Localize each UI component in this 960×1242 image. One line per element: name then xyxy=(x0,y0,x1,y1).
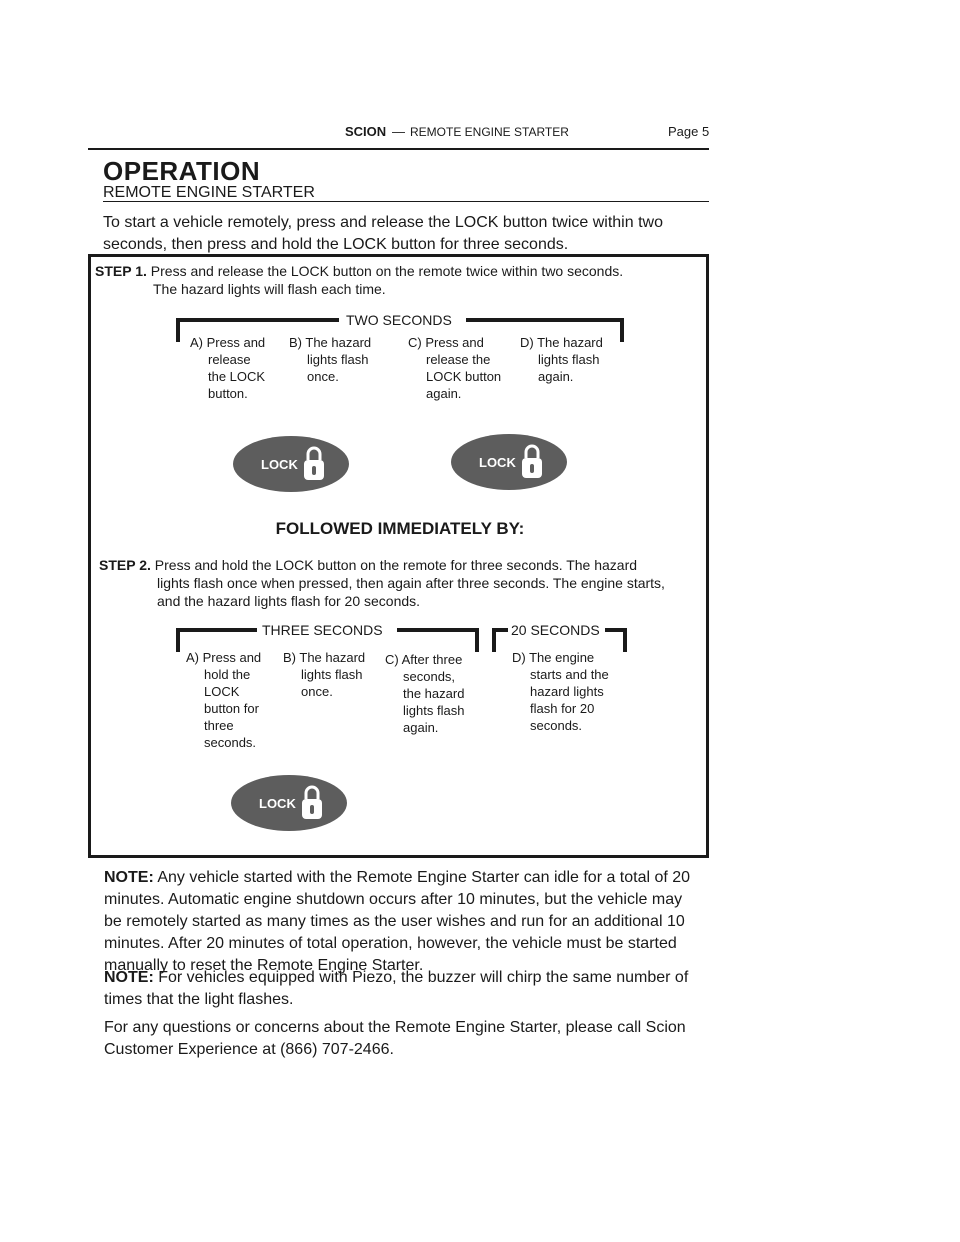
step1-text: STEP 1. Press and release the LOCK butto… xyxy=(95,263,624,297)
twenty-seconds-label: 20 SECONDS xyxy=(511,622,600,638)
contact-paragraph: For any questions or concerns about the … xyxy=(104,1019,686,1058)
step1-cell-d: D) The hazard lights flash again. xyxy=(520,335,603,384)
two-seconds-bracket xyxy=(176,318,624,342)
header-subtitle: REMOTE ENGINE STARTER xyxy=(410,125,569,139)
step1-cell-c: C) Press and release the LOCK button aga… xyxy=(408,335,502,401)
note-idle-time: NOTE: Any vehicle started with the Remot… xyxy=(104,869,691,974)
two-seconds-label: TWO SECONDS xyxy=(346,312,452,328)
three-seconds-label: THREE SECONDS xyxy=(262,622,383,638)
three-seconds-bracket xyxy=(176,628,479,652)
section-title: REMOTE ENGINE STARTER xyxy=(103,184,315,201)
note-piezo: NOTE: For vehicles equipped with Piezo, … xyxy=(104,969,689,1008)
section-rule xyxy=(103,201,709,202)
intro-paragraph: To start a vehicle remotely, press and r… xyxy=(103,214,663,253)
step2-cell-a: A) Press and hold the LOCK button for th… xyxy=(186,650,262,750)
lock-button-3: LOCK xyxy=(231,775,347,831)
padlock-icon xyxy=(304,446,324,480)
header-rule xyxy=(88,148,709,150)
header-brand: SCION xyxy=(345,124,387,139)
padlock-icon xyxy=(522,444,542,478)
step2-text: STEP 2. Press and hold the LOCK button o… xyxy=(99,557,665,609)
lock-button-1: LOCK xyxy=(233,436,349,492)
page-number: Page 5 xyxy=(668,124,710,139)
steps-box xyxy=(88,254,709,858)
step2-cell-c: C) After three seconds, the hazard light… xyxy=(385,652,465,735)
header-separator: — xyxy=(392,124,405,139)
padlock-icon xyxy=(302,785,322,819)
twenty-seconds-bracket xyxy=(492,628,627,652)
step2-cell-b: B) The hazard lights flash once. xyxy=(283,650,366,699)
page-title: OPERATION xyxy=(103,156,261,186)
step2-label: STEP 2. xyxy=(99,557,151,573)
step1-label: STEP 1. xyxy=(95,263,147,279)
step1-cell-a: A) Press and release the LOCK button. xyxy=(190,335,266,401)
followed-heading: FOLLOWED IMMEDIATELY BY: xyxy=(275,519,525,538)
lock-button-2: LOCK xyxy=(451,434,567,490)
step2-cell-d: D) The engine starts and the hazard ligh… xyxy=(512,650,609,733)
step1-cell-b: B) The hazard lights flash once. xyxy=(289,335,372,384)
